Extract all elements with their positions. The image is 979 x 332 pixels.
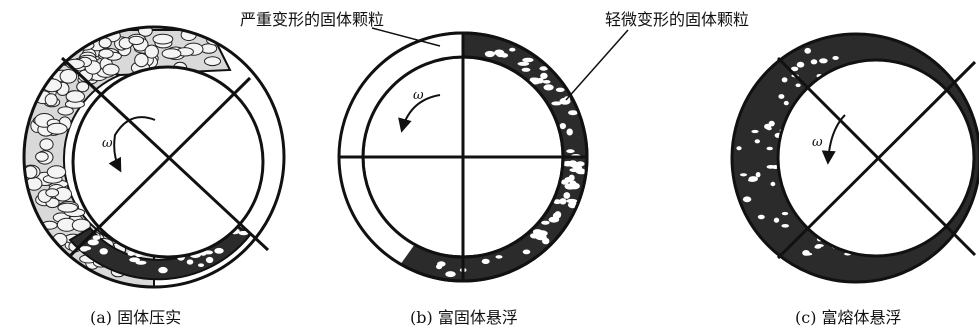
solid-particle [568,110,578,115]
solid-particle [100,248,108,254]
solid-particle [523,250,531,255]
solid-particle [530,78,536,82]
panel-c: ω [732,34,979,282]
solid-particle [88,239,99,245]
solid-particle [214,248,223,254]
solid-particle [771,182,776,186]
solid-particle [206,257,213,263]
solid-particle [541,221,549,225]
solid-particle [198,263,204,267]
compacted-particle [68,37,81,46]
compacted-particle [162,49,181,59]
solid-particle [509,48,515,52]
compacted-particle [66,91,84,102]
solid-particle [782,212,788,215]
solid-particle [743,196,751,202]
solid-particle [556,88,565,92]
caption-c: (c) 富熔体悬浮 [795,308,902,327]
solid-particle [533,230,543,234]
solid-particle [774,218,779,223]
solid-particle [797,62,805,68]
solid-particle [736,146,741,150]
solid-particle [767,147,773,151]
solid-particle [496,50,505,57]
omega-symbol-c: ω [812,135,823,150]
compacted-particle [205,57,221,66]
compacted-particle [79,28,98,41]
omega-symbol-a: ω [102,136,113,151]
solid-particle [781,224,789,228]
solid-particle [819,58,828,63]
solid-particle [93,235,101,240]
compacted-particle [40,139,53,150]
solid-particle [811,59,818,64]
solid-particle [740,173,747,176]
caption-b: (b) 富固体悬浮 [410,308,518,327]
solid-particle [569,168,580,172]
solid-particle [522,58,533,63]
omega-symbol-b: ω [413,88,424,103]
caption-a: (a) 固体压实 [90,308,181,327]
compacted-particle [135,54,148,67]
solid-particle [756,172,761,177]
compacted-particle [58,203,78,212]
solid-particle [555,211,562,218]
annotation-severely-deformed: 严重变形的固体颗粒 [240,10,384,29]
solid-particle [522,68,531,72]
solid-particle [187,259,194,264]
solid-particle [778,94,784,99]
compacted-particle [129,36,144,44]
compacted-particle [47,123,67,134]
compacted-particle [60,70,77,84]
panel-a: ω [0,25,284,291]
compacted-particle [45,94,57,106]
solid-particle [748,179,756,182]
solid-particle [782,77,788,82]
solid-particle [566,149,574,153]
solid-particle [564,177,572,182]
solid-particle [758,215,765,220]
solid-particle [802,250,810,256]
compacted-particle [99,49,113,58]
annotation-slightly-deformed: 轻微变形的固体颗粒 [605,10,749,29]
solid-particle [563,192,570,199]
solid-particle [755,139,760,143]
solid-particle [485,51,495,57]
solid-particle [544,84,554,90]
compacted-particle [103,64,119,75]
solid-particle [496,255,503,259]
compacted-particle [153,34,173,44]
compacted-particle [46,189,59,197]
solid-particle [567,129,573,136]
solid-particle [482,259,490,264]
solid-particle [804,48,811,54]
solid-particle [129,257,140,262]
solid-particle [445,271,455,277]
solid-particle [436,264,442,269]
solid-particle [832,56,838,60]
solid-particle [543,80,551,84]
solid-particle [540,73,547,79]
solid-particle [767,165,776,169]
solid-particle [764,124,771,130]
solid-particle [158,267,167,273]
compacted-particle [47,166,65,178]
panel-b: ω [337,33,587,281]
solid-particle [80,247,87,251]
solid-particle [518,62,530,66]
solid-particle [560,123,566,129]
solid-particle [796,84,801,88]
solid-particle [751,130,758,133]
solid-particle [784,101,789,105]
solid-particle [815,244,823,247]
solid-particle [565,183,576,189]
compacted-particle [36,152,49,161]
leader-slightly-deformed [566,30,628,100]
